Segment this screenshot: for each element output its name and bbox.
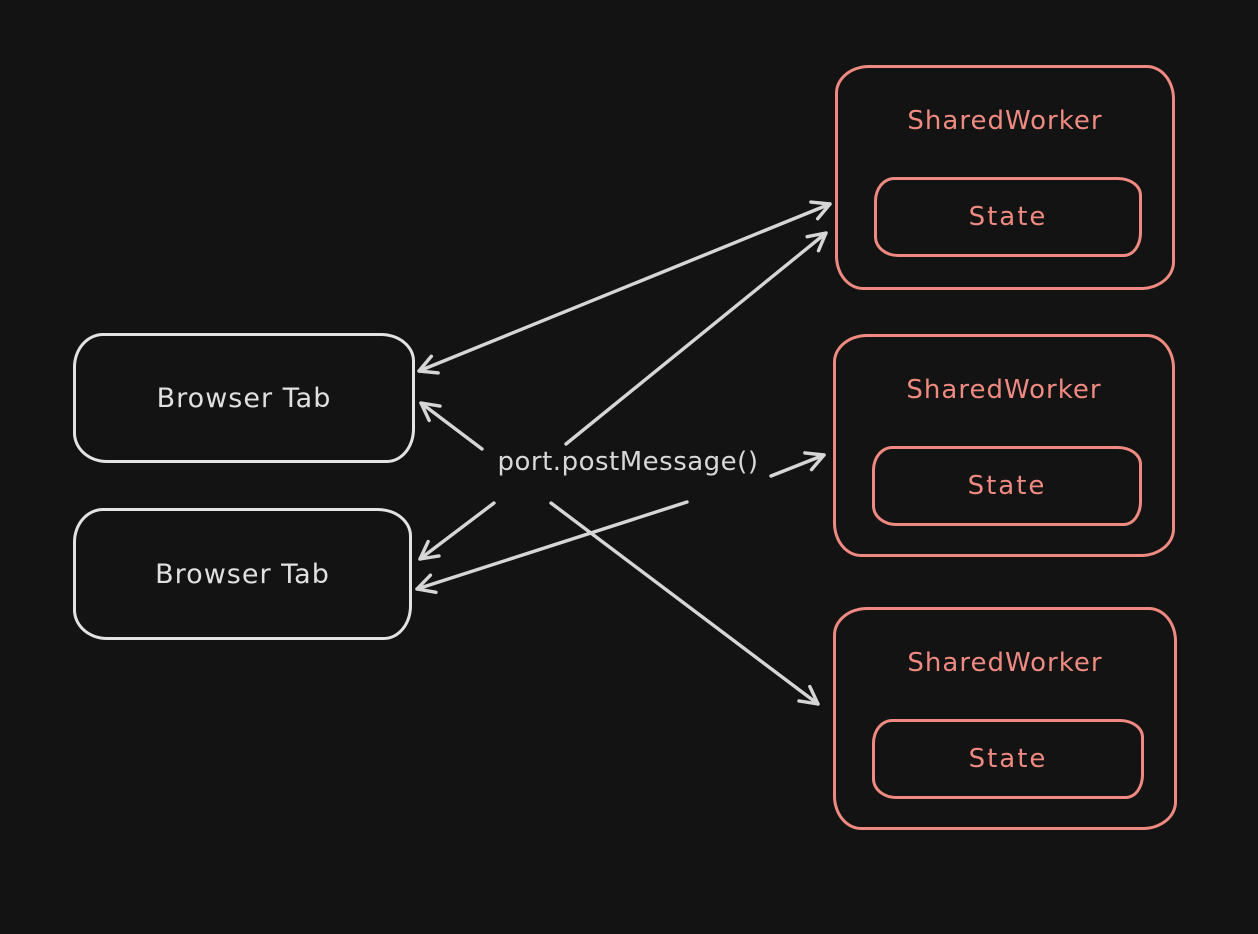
state-box-2: State — [872, 446, 1142, 526]
state-1-label: State — [968, 202, 1048, 232]
state-box-3: State — [872, 719, 1144, 799]
arrow-post-message-label-to-browser-tab-1 — [419, 401, 484, 451]
arrow-post-message-label-to-browser-tab-2 — [415, 500, 689, 595]
browser-tab-1-box: Browser Tab — [73, 333, 415, 463]
post-message-label: port.postMessage() — [497, 447, 759, 477]
state-box-1: State — [874, 177, 1142, 257]
shared-worker-2-label: SharedWorker — [906, 375, 1102, 405]
browser-tab-2-label: Browser Tab — [155, 558, 330, 590]
state-3-label: State — [968, 744, 1048, 774]
browser-tab-2-box: Browser Tab — [73, 508, 412, 640]
browser-tab-1-label: Browser Tab — [156, 382, 332, 414]
state-2-label: State — [967, 471, 1047, 501]
arrow-post-message-label-to-shared-worker-3 — [549, 501, 820, 706]
shared-worker-3-label: SharedWorker — [907, 648, 1103, 678]
shared-worker-2-box: SharedWorker State — [833, 334, 1175, 557]
arrow-post-message-label-to-browser-tab-2 — [418, 501, 496, 561]
arrow-browser-tab-1-to-shared-worker-1 — [417, 200, 832, 375]
shared-worker-1-label: SharedWorker — [907, 106, 1103, 136]
shared-worker-3-box: SharedWorker State — [833, 607, 1177, 830]
arrow-post-message-label-to-shared-worker-1 — [564, 231, 828, 446]
shared-worker-1-box: SharedWorker State — [835, 65, 1175, 290]
